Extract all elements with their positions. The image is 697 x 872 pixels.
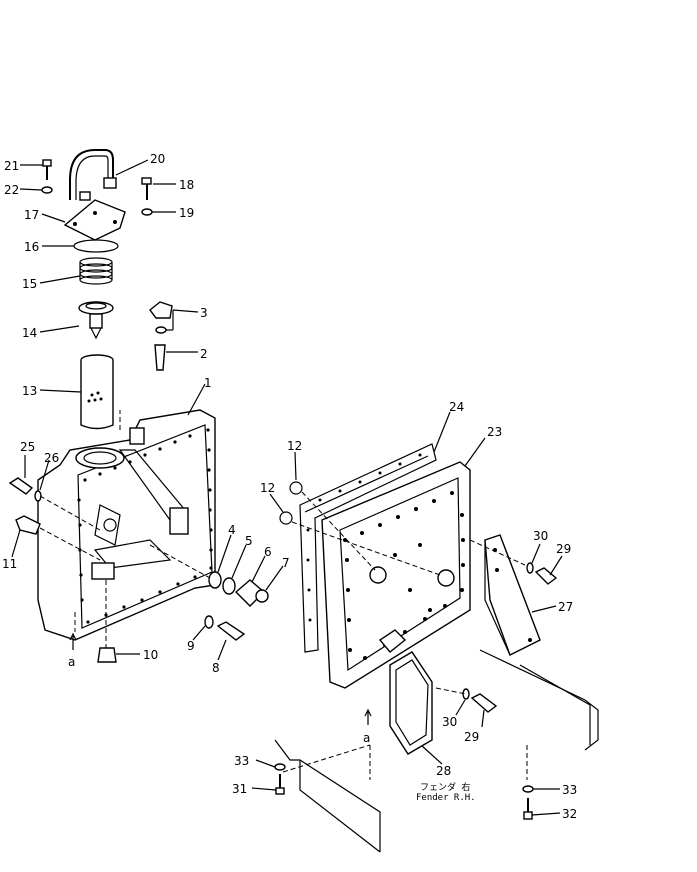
cover-bolts	[343, 491, 465, 660]
callout-6: 6	[264, 545, 272, 559]
oring-16	[73, 239, 119, 253]
bolt-8	[216, 621, 246, 641]
callout-4: 4	[228, 523, 236, 537]
oring-12-upper	[289, 481, 303, 495]
callout-30-upper: 30	[533, 529, 548, 543]
washer-22	[41, 186, 53, 194]
element-13	[80, 354, 114, 430]
drain-plug-10	[97, 647, 117, 663]
callout-25: 25	[20, 440, 35, 454]
cover-plate-23	[321, 461, 471, 689]
bolt-25	[8, 477, 34, 495]
callout-a-left: a	[68, 655, 75, 669]
callout-7: 7	[282, 556, 290, 570]
callout-33-right: 33	[562, 783, 577, 797]
filter-assembly	[41, 149, 173, 430]
gasket-holes	[306, 453, 422, 622]
bolt-21	[42, 159, 52, 180]
plug-11	[15, 515, 41, 535]
callout-24: 24	[449, 400, 464, 414]
callout-21: 21	[4, 159, 19, 173]
washer-30-lower	[462, 688, 470, 700]
fender-label-english: Fender R.H.	[416, 793, 476, 803]
gasket-24	[299, 443, 437, 653]
callout-13: 13	[22, 384, 37, 398]
callout-3: 3	[200, 306, 208, 320]
callout-33-left: 33	[234, 754, 249, 768]
washer-19	[141, 208, 153, 216]
callout-31: 31	[232, 782, 247, 796]
cover-17	[63, 199, 126, 241]
pipe-20	[69, 149, 114, 200]
callout-5: 5	[245, 534, 253, 548]
callout-28: 28	[436, 764, 451, 778]
callout-32: 32	[562, 807, 577, 821]
washer-9	[204, 615, 214, 629]
arrow-a-left	[69, 632, 77, 650]
callout-19: 19	[179, 206, 194, 220]
spring-15	[79, 257, 113, 285]
callout-29-upper: 29	[556, 542, 571, 556]
callout-14: 14	[22, 326, 37, 340]
callout-a-right: a	[363, 731, 370, 745]
arrow-a-right	[364, 708, 372, 725]
callout-1: 1	[204, 376, 212, 390]
callout-16: 16	[24, 240, 39, 254]
bolt-29-lower	[470, 693, 498, 713]
fender-label-japanese: フェンダ 右	[420, 781, 470, 793]
callout-22: 22	[4, 183, 19, 197]
callout-26: 26	[44, 451, 59, 465]
bolt-32	[523, 798, 533, 820]
callout-10: 10	[143, 648, 158, 662]
bolt-29-upper	[534, 567, 558, 585]
callout-18: 18	[179, 178, 194, 192]
callout-30-lower: 30	[442, 715, 457, 729]
nut-7	[255, 589, 269, 603]
box-28	[389, 651, 433, 755]
callout-2: 2	[200, 347, 208, 361]
callout-8: 8	[212, 661, 220, 675]
bracket-27	[469, 534, 541, 656]
washer-30-upper	[526, 562, 534, 574]
fender	[274, 649, 599, 853]
callout-23: 23	[487, 425, 502, 439]
bolt-18	[141, 177, 152, 200]
callout-15: 15	[22, 277, 37, 291]
nozzle-2	[154, 344, 166, 371]
callout-12-upper: 12	[287, 439, 302, 453]
callout-9: 9	[187, 639, 195, 653]
tank-1	[37, 409, 216, 641]
cap-3	[149, 301, 173, 334]
washer-33-left	[274, 763, 286, 771]
callout-20: 20	[150, 152, 165, 166]
seal-5	[222, 577, 236, 595]
valve-14	[78, 301, 114, 340]
leader-lines	[11, 159, 563, 816]
washer-33-right	[522, 785, 534, 793]
oring-4	[208, 571, 222, 589]
callout-12-lower: 12	[260, 481, 275, 495]
callout-29-lower: 29	[464, 730, 479, 744]
callout-27: 27	[558, 600, 573, 614]
callout-11: 11	[2, 557, 17, 571]
callout-17: 17	[24, 208, 39, 222]
side-fittings	[8, 410, 269, 663]
tank-flange-bolts	[77, 428, 213, 624]
oring-12-lower	[279, 511, 293, 525]
callout-labels: 1 2 3 4 5 6 7 8 9 10 11 12 12 13 14 15 1…	[2, 152, 577, 821]
bolt-31	[275, 774, 285, 795]
